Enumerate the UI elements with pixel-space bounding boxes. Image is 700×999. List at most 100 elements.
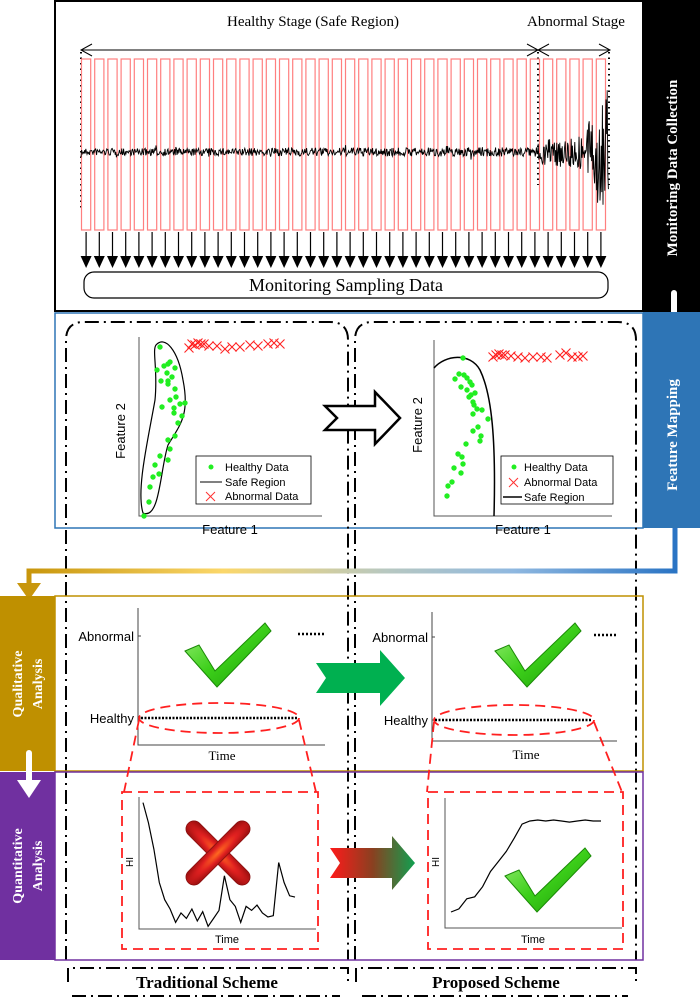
sampling-window [397,58,409,231]
down-arrow-icon [489,232,501,268]
healthy-point [175,420,181,426]
healthy-point [464,375,470,381]
healthy-point [152,462,158,468]
traditional-legend [195,455,312,505]
sampling-window [107,58,118,231]
healthy-point [458,384,464,390]
proposed-qualitative-plot: Abnormal Healthy Time [372,612,618,762]
traditional-hi-zoom-box [121,791,319,950]
healthy-point [169,374,175,380]
healthy-point [478,433,484,439]
down-arrow-icon [463,232,475,268]
sampling-data-box [83,271,609,299]
healthy-point [451,465,457,471]
healthy-point [147,484,153,490]
down-arrow-icon [476,232,488,268]
legend-healthy-data: Healthy Data [225,462,289,474]
traditional-qualitative-plot: Abnormal Healthy Time [78,608,325,763]
abnormal-point [500,350,510,360]
quantitative-transition-arrow [330,836,415,890]
traditional-abnormal-points [184,338,285,354]
sampling-arrows [80,232,607,268]
healthy-point [459,454,465,460]
down-arrow-icon [542,232,554,268]
healthy-point [460,461,466,467]
healthy-point [466,394,472,400]
down-arrow-icon [371,232,382,268]
healthy-point [479,407,485,413]
traditional-scheme-label-frame [67,967,349,997]
proposed-healthy-points [444,355,491,499]
mapping-to-qualitative-arrow [17,528,678,600]
down-arrow-icon [305,232,316,268]
healthy-point [171,405,177,411]
healthy-point [464,387,470,393]
healthy-point [458,470,464,476]
down-arrow-icon [133,232,145,268]
sampling-window [120,58,131,231]
down-arrow-icon [423,232,435,268]
healthy-point [157,344,163,350]
healthy-point [146,499,152,505]
down-arrow-icon [212,232,224,268]
proposed-legend [500,455,614,505]
proposed-scheme-label: Proposed Scheme [432,973,560,992]
quantitative-side-label-2: Analysis [31,840,46,891]
down-arrow-icon [516,232,528,268]
healthy-point [164,370,170,376]
abnormal-point [497,350,507,360]
sampling-window [199,58,211,231]
down-arrow-icon [159,232,171,268]
proposed-feature-ylabel: Feature 2 [410,397,425,453]
abnormal-point [227,342,237,352]
collection-side-bar [643,0,700,312]
abnormal-point [263,339,273,349]
down-arrow-icon [252,232,264,268]
healthy-point [159,404,165,410]
down-arrow-icon [318,232,330,268]
abnormal-point [235,342,245,352]
down-arrow-icon [529,232,541,268]
down-arrow-icon [120,232,132,268]
healthy-point [161,363,167,369]
down-arrow-icon [595,232,607,268]
cross-icon [185,820,251,886]
traditional-hi-xlabel: Time [215,934,239,946]
down-arrow-icon [265,232,277,268]
sampling-window [490,58,501,231]
healthy-point [158,378,164,384]
abnormal-point [187,339,197,349]
down-arrow-icon [357,232,369,268]
down-arrow-icon [146,232,158,268]
abnormal-point [275,339,285,349]
healthy-point [460,355,466,361]
proposed-safe-region [433,356,496,517]
healthy-point [444,493,450,499]
healthy-point [471,402,477,408]
qualitative-side-label-1: Qualitative [11,651,26,718]
proposed-scheme-label-frame [355,967,637,997]
legend-safe-region: Safe Region [524,492,585,504]
traditional-qualitative-xlabel: Time [209,748,236,763]
sampling-window [516,58,527,231]
traditional-hi-ylabel: HI [125,857,136,867]
down-arrow-icon [437,232,448,268]
proposed-hi-xlabel: Time [521,934,545,946]
traditional-zoom-lines [123,719,317,793]
check-icon [504,847,592,913]
healthy-point [177,401,183,407]
proposed-hi-curve [450,819,601,913]
healthy-point [173,394,179,400]
sampling-window [463,58,475,231]
sampling-window [212,58,224,231]
mapping-transform-arrow [321,388,402,448]
sampling-window [371,58,382,231]
sampling-window [278,58,290,231]
abnormal-stage-label: Abnormal Stage [527,14,625,30]
traditional-scheme-frame [65,321,349,960]
abnormal-point [555,350,565,360]
healthy-point [445,483,451,489]
sampling-window [133,58,145,231]
sampling-window [476,58,488,231]
healthy-point [141,513,147,519]
